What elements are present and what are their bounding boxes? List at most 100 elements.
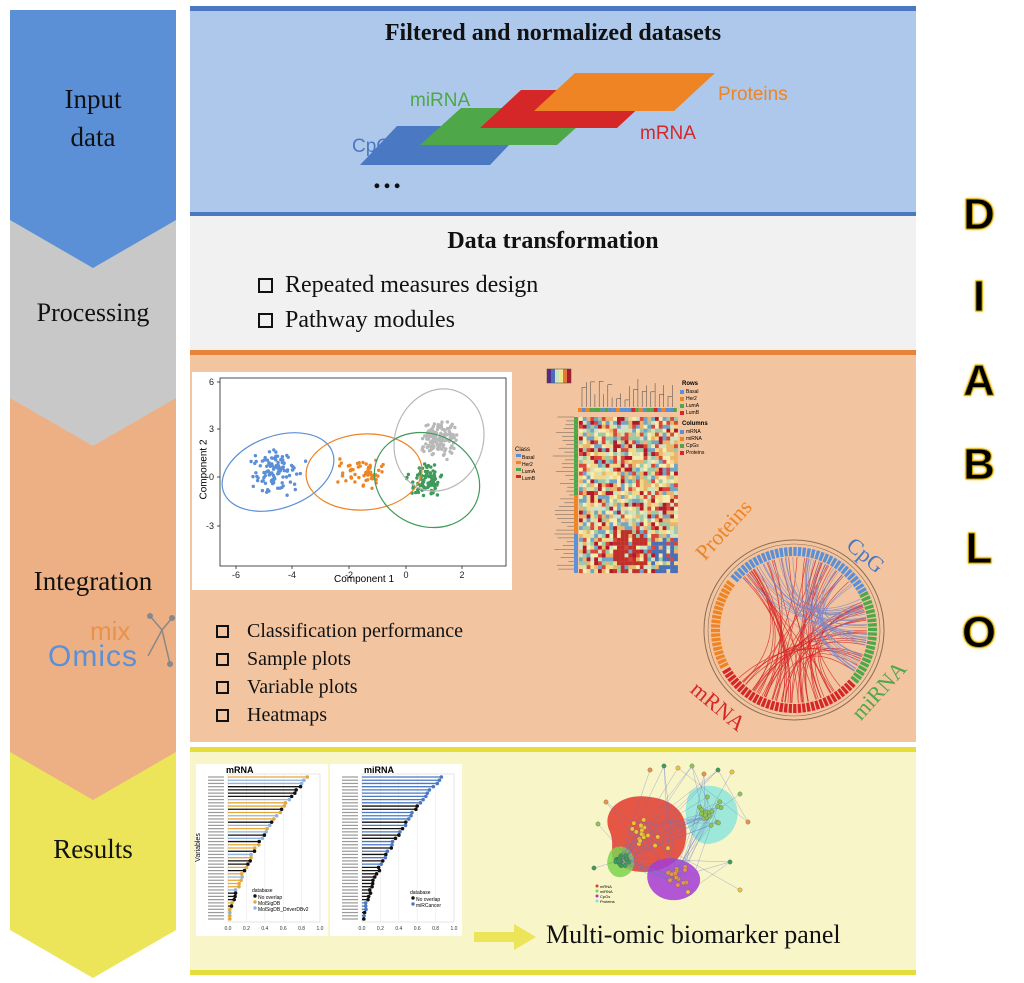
heatmap-cell: [601, 491, 606, 496]
heatmap-cell: [670, 459, 675, 464]
circos-segment-cpg: [765, 551, 772, 561]
heatmap-cell: [590, 487, 595, 492]
heatmap-cell: [666, 553, 671, 558]
heatmap-cell: [658, 498, 663, 503]
heatmap-cell: [647, 530, 652, 535]
scatter-point: [280, 455, 285, 459]
heatmap-cell: [582, 537, 587, 542]
heatmap-row-class-cell: [574, 467, 578, 472]
heatmap-cell: [674, 491, 678, 496]
heatmap-cell: [674, 471, 678, 476]
heatmap-cell: [647, 534, 652, 538]
heatmap-cell: [628, 467, 633, 472]
network-edge: [628, 818, 704, 863]
heatmap-cell: [590, 440, 595, 445]
heatmap-cell: [662, 459, 667, 464]
scatter-point: [263, 481, 268, 485]
loadings-point: [415, 804, 420, 808]
heatmap-cell: [632, 530, 637, 535]
heatmap-cell: [582, 526, 587, 531]
heatmap-cell: [598, 436, 602, 441]
heatmap-cell: [605, 495, 610, 499]
heatmap-cell: [647, 428, 652, 433]
heatmap-cell: [620, 565, 625, 570]
heatmap-cell: [613, 467, 618, 472]
heatmap-cell: [613, 424, 618, 429]
network-node: [665, 845, 671, 851]
loadings-point: [427, 788, 432, 792]
heatmap-rows-legend-swatch: [680, 404, 684, 408]
heatmap-cell: [670, 530, 675, 535]
network-node: [689, 763, 695, 769]
heatmap-cell: [582, 448, 587, 453]
circos-segment-mrna: [736, 683, 746, 693]
scatter-point: [432, 483, 436, 488]
scatter-frame: [219, 377, 507, 567]
heatmap-cell: [628, 541, 633, 546]
heatmap-cell: [628, 514, 633, 519]
heatmap-cell: [598, 518, 602, 523]
heatmap-cell: [586, 467, 591, 472]
heatmap-cell: [655, 459, 659, 464]
heatmap-cell: [601, 557, 606, 562]
heatmap-cell: [617, 432, 621, 437]
heatmap-cell: [586, 530, 591, 535]
scatter-point: [433, 438, 437, 443]
heatmap-cell: [590, 452, 595, 457]
heatmap-cell: [617, 522, 621, 527]
circos-segment-cpg: [797, 547, 802, 557]
heatmap-cell: [594, 553, 599, 558]
circos-segment-mrna: [783, 703, 788, 713]
heatmap-cell: [582, 502, 587, 507]
heatmap-cell: [658, 440, 663, 445]
network-node: [637, 838, 643, 844]
circos-segment-cpg: [840, 565, 849, 575]
heatmap-cell: [601, 545, 606, 550]
heatmap-cell: [605, 506, 610, 511]
heatmap-cell: [674, 420, 678, 425]
heatmap-cell: [643, 424, 648, 429]
heatmap-cell: [662, 432, 667, 437]
heatmap-row-class-cell: [574, 448, 578, 453]
heatmap-cell: [620, 534, 625, 538]
scatter-point: [298, 471, 302, 476]
heatmap-cell: [628, 561, 633, 566]
heatmap-cell: [658, 522, 663, 527]
heatmap-cell: [598, 424, 602, 429]
heatmap-cell: [639, 495, 644, 499]
loadings-variable-label: [342, 886, 358, 888]
heatmap-cell: [579, 436, 583, 441]
heatmap-cell: [639, 561, 644, 566]
heatmap-cell: [674, 417, 678, 421]
heatmap-cell: [632, 537, 637, 542]
heatmap-cell: [632, 553, 637, 558]
checkbox-icon: [216, 625, 229, 638]
circos-segment-mrna: [724, 670, 734, 679]
scatter-point: [276, 470, 281, 474]
network-edge: [616, 859, 670, 881]
heatmap-row-class-cell: [574, 526, 578, 531]
heatmap-cell: [620, 467, 625, 472]
heatmap-cell: [598, 495, 602, 499]
heatmap-row-class-cell: [574, 456, 578, 460]
heatmap-columns-0: mRNA: [686, 429, 701, 435]
heatmap-cell: [662, 526, 667, 531]
heatmap-cell: [590, 467, 595, 472]
scatter-xtick-label: -6: [232, 570, 240, 580]
circos-chord-mrna: [752, 569, 776, 695]
circos-segment-mrna: [752, 693, 760, 704]
heatmap-cell: [666, 479, 671, 484]
heatmap-cell: [590, 491, 595, 496]
scatter-ytick-label: 3: [209, 424, 214, 434]
circos-chord-blue: [763, 563, 864, 614]
heatmap-cell: [579, 514, 583, 519]
loadings-variable-label: [208, 815, 224, 817]
loadings-variable-label: [208, 882, 224, 885]
heatmap-cell: [582, 557, 587, 562]
circos-segment-cpg: [760, 552, 768, 563]
heatmap-cell: [579, 467, 583, 472]
scatter-point: [288, 480, 293, 484]
mrna-chart-ylabel: Variables: [194, 833, 202, 862]
loadings-point: [437, 778, 442, 783]
